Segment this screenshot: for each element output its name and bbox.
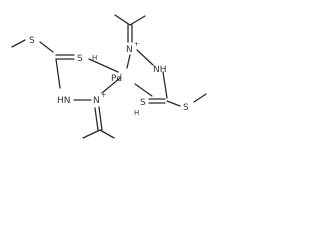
bond-nh-c-right (162, 71, 168, 99)
structure-diagram: S S H Pd HN N + N + NH S H S (0, 0, 215, 165)
atom-h-thione-right: H (134, 109, 139, 117)
charge-n-imine-left: + (101, 91, 106, 99)
atom-pd: Pd (111, 74, 122, 84)
bond-c-methyl-right-b (129, 15, 146, 26)
atom-nh-left: HN (57, 96, 71, 106)
atom-s-thioether-right: S (183, 103, 189, 113)
atom-s-thione-right: S (140, 98, 146, 108)
bond-s-pd-left (88, 58, 119, 73)
atom-n-imine-left: N (93, 96, 100, 106)
bond-s-c-thioether-left (39, 41, 54, 53)
bond-s-pd-right (134, 83, 153, 97)
bond-n-c-imine-left-b (94, 107, 99, 131)
charge-n-imine-right: + (134, 40, 139, 48)
bond-n-nh-right (136, 49, 154, 66)
bond-c-methyl-left-b (99, 129, 115, 139)
molecule-svg: S S H Pd HN N + N + NH S H S (11, 14, 207, 139)
bond-c-nh-left (55, 58, 61, 89)
bond-c-methyl-left-a (82, 129, 101, 139)
bond-c-methyl-right-a (114, 14, 131, 26)
atom-s-thioether-left: S (29, 36, 35, 46)
bond-n-c-imine-left-a (98, 106, 103, 131)
bond-s-methyl-right (193, 93, 207, 103)
bond-n-pd-left (101, 77, 121, 94)
atom-s-thione-left: S (77, 54, 83, 64)
atom-nh-right: NH (153, 65, 167, 75)
bond-methyl-s-left (11, 39, 26, 48)
atom-n-imine-right: N (126, 45, 133, 55)
bond-n-pd-right (126, 54, 131, 69)
atom-h-thione-left: H (92, 54, 97, 62)
bond-c-s-thioether-right (166, 100, 181, 107)
